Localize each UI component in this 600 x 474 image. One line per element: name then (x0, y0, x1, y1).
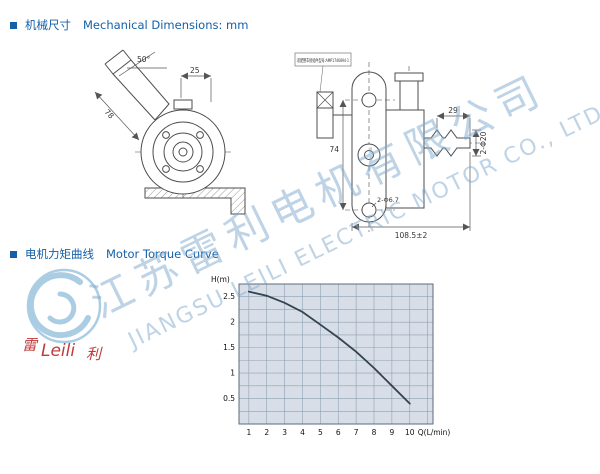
logo-zh-right: 利 (86, 345, 103, 363)
dim-angle-label: 50° (137, 55, 151, 64)
x-tick-label: 6 (336, 428, 341, 437)
side-view-dim-labels: 74 29 2-Φ20 2-Φ6.7 108.5±2 (329, 106, 488, 240)
x-tick-label: 3 (282, 428, 287, 437)
dim-74-label: 74 (329, 145, 339, 154)
torque-chart-svg: 0.5 1 1.5 2 2.5 1 2 3 4 5 6 7 8 9 10 H(m) Q(L/min) (211, 275, 451, 437)
connector-label-text: 适配整车接插件型号:AMP1746894-1 (297, 57, 349, 64)
torque-curve-title-en: Motor Torque Curve (106, 247, 219, 261)
y-tick-label: 1 (230, 369, 235, 378)
side-view-dimensions (339, 100, 481, 231)
dim-29-label: 29 (448, 106, 458, 115)
y-tick-label: 2.5 (223, 292, 235, 301)
section-bullet-icon (10, 250, 17, 258)
logo-swirl-inner-icon (47, 291, 77, 325)
dim-78-label: 78 (103, 107, 116, 120)
logo-zh-left: 雷 (22, 336, 39, 354)
x-tick-label: 1 (246, 428, 251, 437)
side-view (316, 62, 481, 232)
mech-dimensions-title-zh: 机械尺寸 (25, 18, 71, 32)
x-tick-label: 2 (264, 428, 269, 437)
logo-script: Leili (41, 341, 75, 361)
x-tick-label: 9 (389, 428, 394, 437)
torque-curve-header: 电机力矩曲线 Motor Torque Curve (10, 246, 219, 262)
y-tick-label: 0.5 (223, 394, 235, 403)
dim-2d20-label: 2-Φ20 (479, 131, 488, 154)
mech-dimensions-title-en: Mechanical Dimensions: mm (83, 18, 249, 32)
front-view (104, 49, 246, 215)
x-tick-label: 10 (405, 428, 415, 437)
logo-swirl-icon (27, 272, 91, 339)
mechanical-drawing: 50° 25 78 适配整车接插件型号:AMP1746894-1 (94, 49, 488, 240)
y-tick-label: 1.5 (223, 343, 235, 352)
plot-border (238, 283, 434, 425)
dim-2d67-label: 2-Φ6.7 (377, 196, 399, 204)
y-tick-label: 2 (230, 318, 235, 327)
x-tick-label: 7 (354, 428, 359, 437)
hq-curve (247, 290, 411, 405)
x-axis-label: Q(L/min) (418, 428, 451, 437)
dim-overall-label: 108.5±2 (395, 231, 428, 240)
mech-dimensions-header: 机械尺寸 Mechanical Dimensions: mm (10, 17, 248, 33)
connector-label-callout: 适配整车接插件型号:AMP1746894-1 (294, 52, 352, 93)
y-axis-label: H(m) (211, 275, 230, 284)
x-tick-label: 8 (372, 428, 377, 437)
x-tick-label: 4 (300, 428, 305, 437)
dim-25-label: 25 (190, 66, 200, 75)
front-view-dimensions (94, 51, 212, 141)
leili-logo-watermark: 雷 Leili 利 (22, 268, 103, 363)
plot-background (239, 284, 433, 424)
x-tick-label: 5 (318, 428, 323, 437)
torque-curve-title-zh: 电机力矩曲线 (25, 247, 94, 261)
torque-chart: 0.5 1 1.5 2 2.5 1 2 3 4 5 6 7 8 9 10 H(m) Q(L/min) (205, 272, 457, 447)
section-bullet-icon (10, 21, 17, 29)
